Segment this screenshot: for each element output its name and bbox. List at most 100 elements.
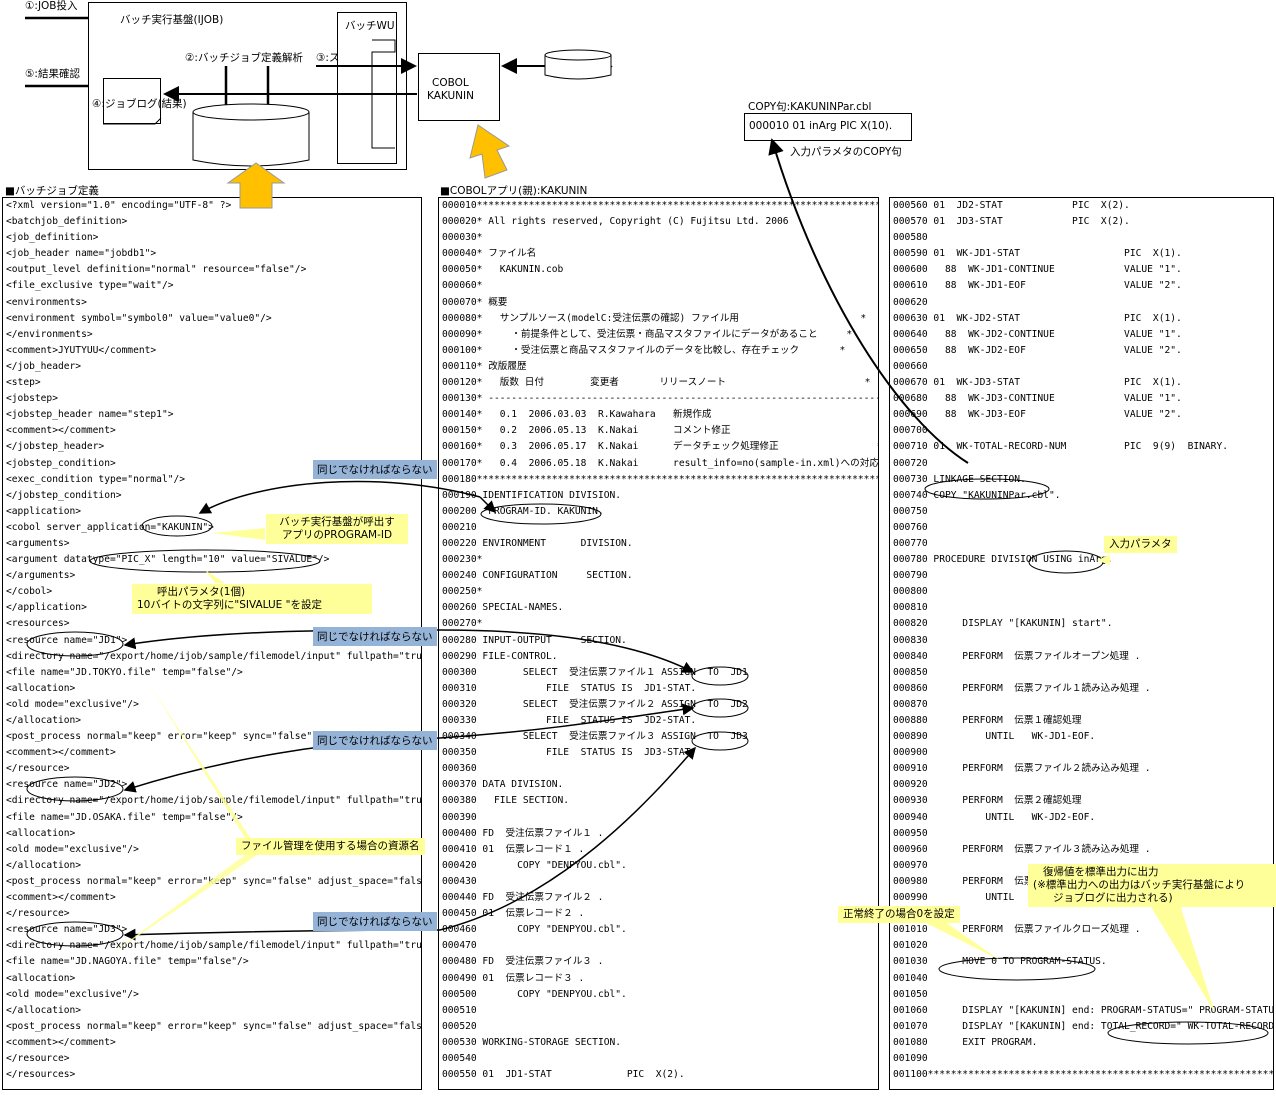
cobol-line: 000500 COPY "DENPYOU.cbl". <box>442 988 627 1000</box>
cobol-line: 000140* 0.1 2006.03.03 R.Kawahara 新規作成 * <box>442 409 879 421</box>
cobol-line: 000650 88 WK-JD2-EOF VALUE "2". <box>893 344 1182 356</box>
callout-file-mgmt: ファイル管理を使用する場合の資源名 <box>236 838 425 855</box>
xml-line: </environments> <box>6 328 93 340</box>
cobol-line: 000270* <box>442 618 483 630</box>
cobol-line: 000320 SELECT 受注伝票ファイル２ ASSIGN TO JD2 <box>442 698 748 710</box>
cobol-line: 000610 88 WK-JD1-EOF VALUE "2". <box>893 280 1182 292</box>
cobol-line: 000800 <box>893 586 928 598</box>
cobol-line: 000910 PERFORM 伝票ファイル２読み込み処理 . <box>893 763 1151 775</box>
xml-line: <old mode="exclusive"/> <box>6 698 139 710</box>
db-label: バッチジョブ定義DB <box>203 130 303 142</box>
step1-label: ①:JOB投入 <box>25 0 78 12</box>
cobol-line: 001020 <box>893 940 928 952</box>
cobol-line: 000080* サンプルソース(modelC:受注伝票の確認) ファイル用 * <box>442 312 867 324</box>
cobol-line: 000210 <box>442 521 477 533</box>
xml-line: <old mode="exclusive"/> <box>6 843 139 855</box>
xml-line: <job_definition> <box>6 232 99 244</box>
cobol-line: 000580 <box>893 232 928 244</box>
xml-line: <post_process normal="keep" error="keep"… <box>6 875 422 887</box>
cobol-kakunin-box <box>418 53 500 121</box>
cobol-line: 000640 88 WK-JD2-CONTINUE VALUE "1". <box>893 328 1182 340</box>
cobol-line: 000600 88 WK-JD1-CONTINUE VALUE "1". <box>893 264 1182 276</box>
xml-line: <directory name="/export/home/ijob/sampl… <box>6 940 422 952</box>
cobol-line: 000890 UNTIL WK-JD1-EOF. <box>893 731 1096 743</box>
xml-line: <file name="JD.NAGOYA.file" temp="false"… <box>6 956 249 968</box>
xml-line: <?xml version="1.0" encoding="UTF-8" ?> <box>6 200 232 211</box>
callout-program-id: バッチ実行基盤が呼出す アプリのPROGRAM-ID <box>266 514 408 544</box>
xml-line: </allocation> <box>6 715 82 726</box>
cobol-line: 000400 FD 受注伝票ファイル１ . <box>442 827 604 839</box>
xml-line: <directory name="/export/home/ijob/sampl… <box>6 795 422 807</box>
cobol-line: 000530 WORKING-STORAGE SECTION. <box>442 1036 622 1048</box>
cobol-line: 000620 <box>893 296 928 308</box>
xml-line: <resources> <box>6 618 70 630</box>
cobol-line: 000350 FILE STATUS IS JD3-STAT. <box>442 747 697 759</box>
cobol-line: 000300 SELECT 受注伝票ファイル１ ASSIGN TO JD1 <box>442 666 748 678</box>
xml-line: <arguments> <box>6 537 70 549</box>
step2-label: ②:バッチジョブ定義解析 <box>185 52 303 64</box>
xml-line: </jobstep_condition> <box>6 489 122 501</box>
xml-line: <comment></comment> <box>6 892 116 904</box>
xml-line: </resource> <box>6 763 70 775</box>
xml-line: </cobol> <box>6 586 53 598</box>
cobol-line: 000040* ファイル名 * <box>442 248 879 260</box>
batch-wu-box <box>337 12 397 164</box>
cobol-line: 000690 88 WK-JD3-EOF VALUE "2". <box>893 409 1182 421</box>
cobol-line: 000830 <box>893 634 928 646</box>
xml-line: </arguments> <box>6 570 76 582</box>
cobol-line: 000180**********************************… <box>442 473 879 485</box>
xml-line: </jobstep_header> <box>6 441 105 453</box>
cobol-line: 000220 ENVIRONMENT DIVISION. <box>442 537 633 549</box>
callout-same-3: 同じでなければならない <box>313 731 437 750</box>
cobol-line: 000540 <box>442 1052 477 1064</box>
cobol-line: 001100**********************************… <box>893 1069 1274 1081</box>
callout-same-1: 同じでなければならない <box>313 460 437 479</box>
copy-caption: 入力パラメタのCOPY句 <box>790 146 902 158</box>
cobol-line: 000230* <box>442 554 483 566</box>
callout-return-value: 復帰値を標準出力に出力 (※標準出力への出力はバッチ実行基盤により ジョブログに… <box>1028 864 1276 907</box>
xml-line: </resource> <box>6 908 70 920</box>
xml-line: <comment></comment> <box>6 425 116 437</box>
cobol-box-line2: KAKUNIN <box>427 90 474 102</box>
cobol-line: 000240 CONFIGURATION SECTION. <box>442 570 633 582</box>
xml-line: <old mode="exclusive"/> <box>6 988 139 1000</box>
xml-line: </job_header> <box>6 360 82 372</box>
xml-line: </allocation> <box>6 859 82 871</box>
xml-line: </resource> <box>6 1052 70 1064</box>
xml-line: </allocation> <box>6 1004 82 1016</box>
cobol-line: 000680 88 WK-JD3-CONTINUE VALUE "1". <box>893 393 1182 405</box>
callout-same-2: 同じでなければならない <box>313 627 437 646</box>
cobol-line: 000160* 0.3 2006.05.17 K.Nakai データチェック処理… <box>442 441 879 453</box>
xml-line: <batchjob_definition> <box>6 216 128 228</box>
cobol-line: 000870 <box>893 698 928 710</box>
xml-line: <comment></comment> <box>6 1036 116 1048</box>
cobol-line: 000900 <box>893 747 928 759</box>
cobol-line: 000310 FILE STATUS IS JD1-STAT. <box>442 682 697 694</box>
cobol-line: 001070 DISPLAY "[KAKUNIN] end: TOTAL_REC… <box>893 1020 1274 1032</box>
cobol-line: 000450 01 伝票レコード２ . <box>442 908 585 920</box>
cobol-left-code: 000010**********************************… <box>439 198 878 1083</box>
cobol-line: 000630 01 WK-JD2-STAT PIC X(1). <box>893 312 1182 324</box>
xml-line: <environment symbol="symbol0" value="val… <box>6 312 272 324</box>
xml-line: <file name="JD.TOKYO.file" temp="false"/… <box>6 666 243 678</box>
xml-line: </application> <box>6 602 87 614</box>
cobol-line: 000660 <box>893 360 928 372</box>
cobol-line: 000420 COPY "DENPYOU.cbl". <box>442 859 627 871</box>
job-def-title: ■バッチジョブ定義 <box>5 185 99 197</box>
cobol-line: 000960 PERFORM 伝票ファイル３読み込み処理 . <box>893 843 1151 855</box>
cobol-line: 000700 <box>893 425 928 437</box>
xml-line: <allocation> <box>6 972 76 984</box>
cobol-line: 000560 01 JD2-STAT PIC X(2). <box>893 200 1130 211</box>
cobol-line: 000460 COPY "DENPYOU.cbl". <box>442 924 627 936</box>
cobol-line: 000290 FILE-CONTROL. <box>442 650 558 662</box>
cobol-line: 000110* 改版履歴 * <box>442 360 879 372</box>
cobol-line: 001080 EXIT PROGRAM. <box>893 1036 1038 1048</box>
cobol-line: 001050 <box>893 988 928 1000</box>
cobol-line: 000940 UNTIL WK-JD2-EOF. <box>893 811 1096 823</box>
cobol-line: 000750 <box>893 505 928 517</box>
xml-line: <directory name="/export/home/ijob/sampl… <box>6 650 422 662</box>
xml-line: <post_process normal="keep" error="keep"… <box>6 1020 422 1032</box>
cobol-box-line1: COBOL <box>432 77 469 89</box>
cobol-line: 000520 <box>442 1020 477 1032</box>
xml-line: <job_header name="jobdb1"> <box>6 248 157 260</box>
